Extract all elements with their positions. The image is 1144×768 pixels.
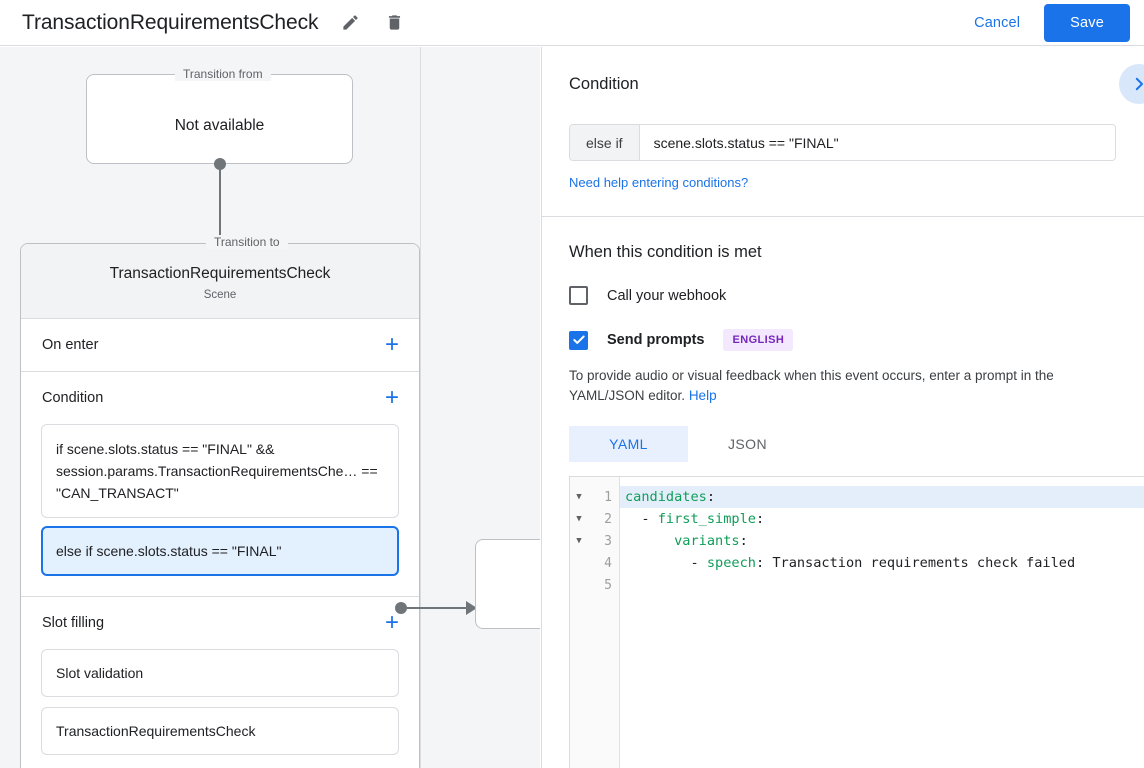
code-line[interactable]: - speech: Transaction requirements check… bbox=[620, 552, 1144, 574]
condition-prefix-label: else if bbox=[570, 125, 640, 160]
yaml-value-token: - bbox=[625, 511, 658, 527]
plus-icon[interactable]: + bbox=[384, 384, 399, 411]
section-title-condition: Condition bbox=[42, 390, 104, 406]
yaml-value-token: : bbox=[706, 489, 716, 505]
transition-from-node[interactable]: Transition from Not available bbox=[86, 67, 353, 164]
details-panel: Condition else if scene.slots.status == … bbox=[541, 47, 1144, 768]
slot-list-item[interactable]: Slot validation bbox=[41, 649, 399, 697]
fold-arrow-icon[interactable]: ▼ bbox=[576, 492, 582, 502]
node-section-condition: Condition + if scene.slots.status == "FI… bbox=[21, 372, 419, 597]
fold-arrow-icon[interactable]: ▼ bbox=[576, 514, 582, 524]
transition-to-legend: Transition to bbox=[206, 235, 288, 249]
chevron-right-icon[interactable] bbox=[1119, 64, 1144, 104]
pencil-icon[interactable] bbox=[336, 9, 364, 37]
out-edge-line bbox=[406, 607, 471, 609]
section-body-slot-filling: Slot validation TransactionRequirementsC… bbox=[21, 649, 419, 768]
language-badge: ENGLISH bbox=[723, 329, 794, 351]
transition-to-node[interactable]: TransactionRequirementsCheck Scene On en… bbox=[20, 243, 420, 768]
tab-yaml[interactable]: YAML bbox=[569, 426, 688, 462]
edge-line-vertical bbox=[219, 163, 221, 249]
plus-icon[interactable]: + bbox=[384, 331, 399, 358]
next-node-stub[interactable] bbox=[475, 539, 540, 629]
gutter-row: ▼1 bbox=[570, 486, 619, 508]
yaml-value-token bbox=[625, 533, 674, 549]
code-line[interactable] bbox=[620, 574, 1144, 596]
section-body-condition: if scene.slots.status == "FINAL" && sess… bbox=[21, 424, 419, 596]
prompts-description: To provide audio or visual feedback when… bbox=[569, 366, 1116, 406]
scene-type-label: Scene bbox=[203, 289, 237, 301]
transition-from-value: Not available bbox=[174, 117, 265, 134]
line-number: 4 bbox=[604, 555, 612, 571]
canvas-guide-line bbox=[420, 47, 421, 768]
node-section-on-enter: On enter + bbox=[21, 319, 419, 372]
code-line[interactable]: - first_simple: bbox=[620, 508, 1144, 530]
yaml-value-token: : Transaction requirements check failed bbox=[755, 555, 1076, 571]
page-title: TransactionRequirementsCheck bbox=[22, 10, 319, 34]
send-prompts-label: Send prompts bbox=[607, 332, 705, 348]
section-title-on-enter: On enter bbox=[42, 337, 99, 353]
yaml-value-token: : bbox=[739, 533, 748, 549]
editor-code-area[interactable]: candidates: - first_simple: variants: - … bbox=[620, 477, 1144, 768]
condition-heading: Condition bbox=[569, 75, 639, 93]
call-webhook-checkbox[interactable] bbox=[569, 286, 588, 305]
condition-input-row[interactable]: else if scene.slots.status == "FINAL" bbox=[569, 124, 1116, 161]
plus-icon[interactable]: + bbox=[384, 609, 399, 636]
prompts-description-text: To provide audio or visual feedback when… bbox=[569, 368, 1054, 403]
yaml-value-token: : bbox=[755, 511, 765, 527]
app-header: TransactionRequirementsCheck Cancel Save bbox=[0, 0, 1144, 46]
gutter-row: ▼3 bbox=[570, 530, 619, 552]
when-condition-met-section: When this condition is met Call your web… bbox=[542, 217, 1144, 462]
webhook-checkbox-row[interactable]: Call your webhook bbox=[569, 286, 1116, 305]
trash-icon[interactable] bbox=[380, 9, 408, 37]
cancel-button[interactable]: Cancel bbox=[962, 7, 1032, 39]
node-section-slot-filling: Slot filling + Slot validation Transacti… bbox=[21, 597, 419, 768]
yaml-key-token: speech bbox=[706, 555, 756, 571]
line-number: 1 bbox=[604, 489, 612, 505]
out-edge-dot bbox=[395, 602, 407, 614]
section-head-condition: Condition + bbox=[21, 372, 419, 424]
yaml-value-token: - bbox=[625, 555, 707, 571]
call-webhook-label: Call your webhook bbox=[607, 287, 727, 304]
save-button[interactable]: Save bbox=[1044, 3, 1130, 42]
section-title-slot-filling: Slot filling bbox=[42, 615, 105, 631]
yaml-key-token: variants bbox=[674, 533, 740, 549]
gutter-row: ▼2 bbox=[570, 508, 619, 530]
send-prompts-row[interactable]: Send prompts ENGLISH bbox=[569, 329, 1116, 351]
line-number: 3 bbox=[604, 533, 612, 549]
send-prompts-checkbox[interactable] bbox=[569, 330, 588, 350]
section-head-slot-filling: Slot filling + bbox=[21, 597, 419, 649]
when-condition-met-heading: When this condition is met bbox=[569, 243, 762, 261]
gutter-row: 4 bbox=[570, 552, 619, 574]
condition-expression-input[interactable]: scene.slots.status == "FINAL" bbox=[639, 125, 1115, 160]
code-line[interactable]: candidates: bbox=[620, 486, 1144, 508]
code-line[interactable]: variants: bbox=[620, 530, 1144, 552]
condition-list-item[interactable]: if scene.slots.status == "FINAL" && sess… bbox=[41, 424, 399, 518]
editor-tabs: YAML JSON bbox=[569, 426, 1116, 462]
line-number: 2 bbox=[604, 511, 612, 527]
line-number: 5 bbox=[604, 577, 612, 593]
graph-canvas[interactable]: Transition from Not available Transition… bbox=[0, 47, 540, 768]
section-head-on-enter: On enter + bbox=[21, 319, 419, 371]
fold-arrow-icon[interactable]: ▼ bbox=[576, 536, 582, 546]
transition-from-legend: Transition from bbox=[175, 67, 271, 81]
yaml-key-token: first_simple bbox=[657, 511, 756, 527]
trash-icon-glyph bbox=[388, 15, 400, 30]
gutter-row: 5 bbox=[570, 574, 619, 596]
condition-help-link[interactable]: Need help entering conditions? bbox=[569, 175, 749, 190]
condition-list-item-selected[interactable]: else if scene.slots.status == "FINAL" bbox=[41, 526, 399, 576]
yaml-key-token: candidates bbox=[625, 489, 707, 505]
slot-list-item[interactable]: TransactionRequirementsCheck bbox=[41, 707, 399, 755]
tab-json[interactable]: JSON bbox=[728, 436, 767, 452]
condition-section: Condition else if scene.slots.status == … bbox=[542, 47, 1144, 217]
scene-name: TransactionRequirementsCheck bbox=[109, 265, 331, 282]
out-edge-arrowhead-icon bbox=[466, 601, 477, 615]
scene-header: TransactionRequirementsCheck Scene bbox=[21, 244, 419, 319]
pencil-icon-glyph bbox=[343, 15, 358, 30]
chevron-right-icon-glyph bbox=[1135, 77, 1143, 91]
checkmark-icon bbox=[572, 335, 585, 344]
prompts-help-link[interactable]: Help bbox=[688, 388, 717, 403]
